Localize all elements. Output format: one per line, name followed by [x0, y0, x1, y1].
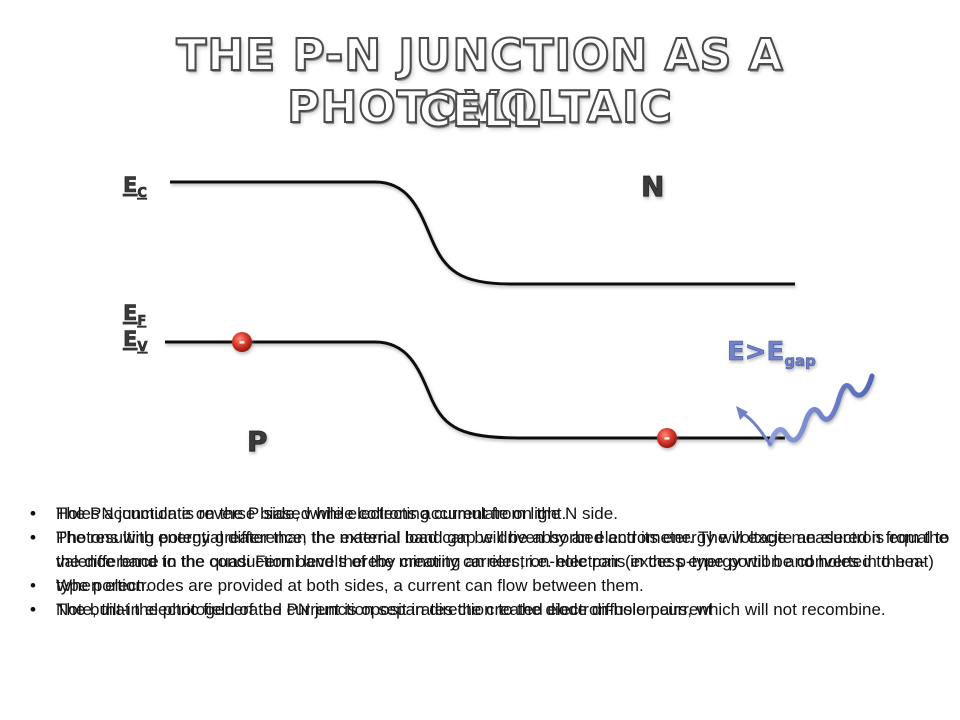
n-region-label: N — [641, 170, 664, 203]
photon-wave-icon — [767, 373, 875, 447]
electron-carrier-lower: - — [657, 428, 677, 448]
bullet-list-layer-2: Holes accumulate on the P side, while el… — [30, 502, 950, 622]
photon-energy-label: E>Egap — [727, 337, 816, 370]
band-diagram: EC EF EV N P E>Egap - - — [123, 170, 875, 458]
ec-label: EC — [123, 173, 147, 201]
p-region-label: P — [247, 425, 268, 458]
valence-band-line — [165, 340, 785, 440]
page-title-line-2: CELL — [418, 85, 542, 138]
bullet-item: Photons with energy greater than the mat… — [30, 526, 950, 574]
svg-text:-: - — [664, 428, 671, 447]
ef-label: EF — [123, 301, 146, 329]
bullet-item: When electrodes are provided at both sid… — [30, 574, 950, 598]
bullet-item: Note, that the photogenerated current is… — [30, 598, 950, 622]
electron-carrier-upper: - — [232, 332, 252, 352]
conduction-band-line — [170, 180, 795, 286]
ev-label: EV — [123, 327, 147, 355]
photon-arrowhead-icon — [736, 406, 748, 420]
svg-text:-: - — [239, 332, 246, 351]
page-title-line-1: THE P-N JUNCTION AS A PHOTOVOLTAIC — [175, 29, 784, 134]
bullet-item: Holes accumulate on the P side, while el… — [30, 502, 950, 526]
